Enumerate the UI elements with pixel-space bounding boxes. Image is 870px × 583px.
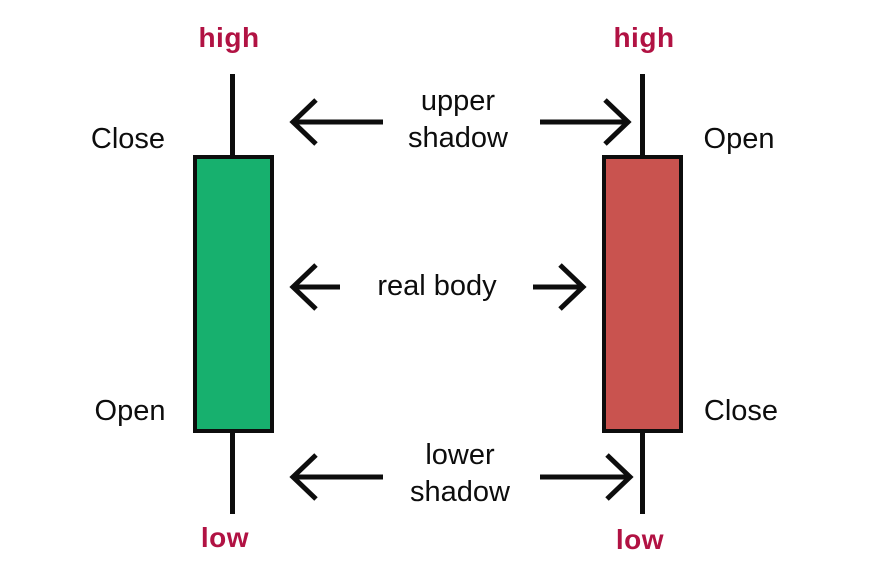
bullish-lower-wick xyxy=(230,432,235,514)
lower-shadow-annotation: lower shadow xyxy=(360,437,560,511)
upper-shadow-line1: upper xyxy=(420,85,496,117)
bearish-high-label: high xyxy=(613,22,675,53)
bearish-real-body xyxy=(602,155,683,433)
bullish-open-label: Open xyxy=(94,395,166,427)
bearish-low-label: low xyxy=(615,524,665,555)
bullish-low-label: low xyxy=(200,522,250,553)
upper-shadow-line2: shadow xyxy=(408,122,508,154)
bullish-real-body xyxy=(193,155,274,433)
bullish-high-label: high xyxy=(198,22,260,53)
bullish-upper-wick xyxy=(230,74,235,156)
lower-shadow-line1: lower xyxy=(425,439,495,471)
lower-shadow-line2: shadow xyxy=(410,476,510,508)
real-body-annotation: real body xyxy=(377,270,497,302)
upper-shadow-annotation: upper shadow xyxy=(358,83,558,157)
bearish-lower-wick xyxy=(640,432,645,514)
bearish-close-label: Close xyxy=(703,395,779,427)
bullish-close-label: Close xyxy=(90,123,166,155)
bearish-open-label: Open xyxy=(703,123,775,155)
real-body-left-arrow-icon xyxy=(289,263,340,311)
bearish-upper-wick xyxy=(640,74,645,156)
real-body-right-arrow-icon xyxy=(533,263,587,311)
